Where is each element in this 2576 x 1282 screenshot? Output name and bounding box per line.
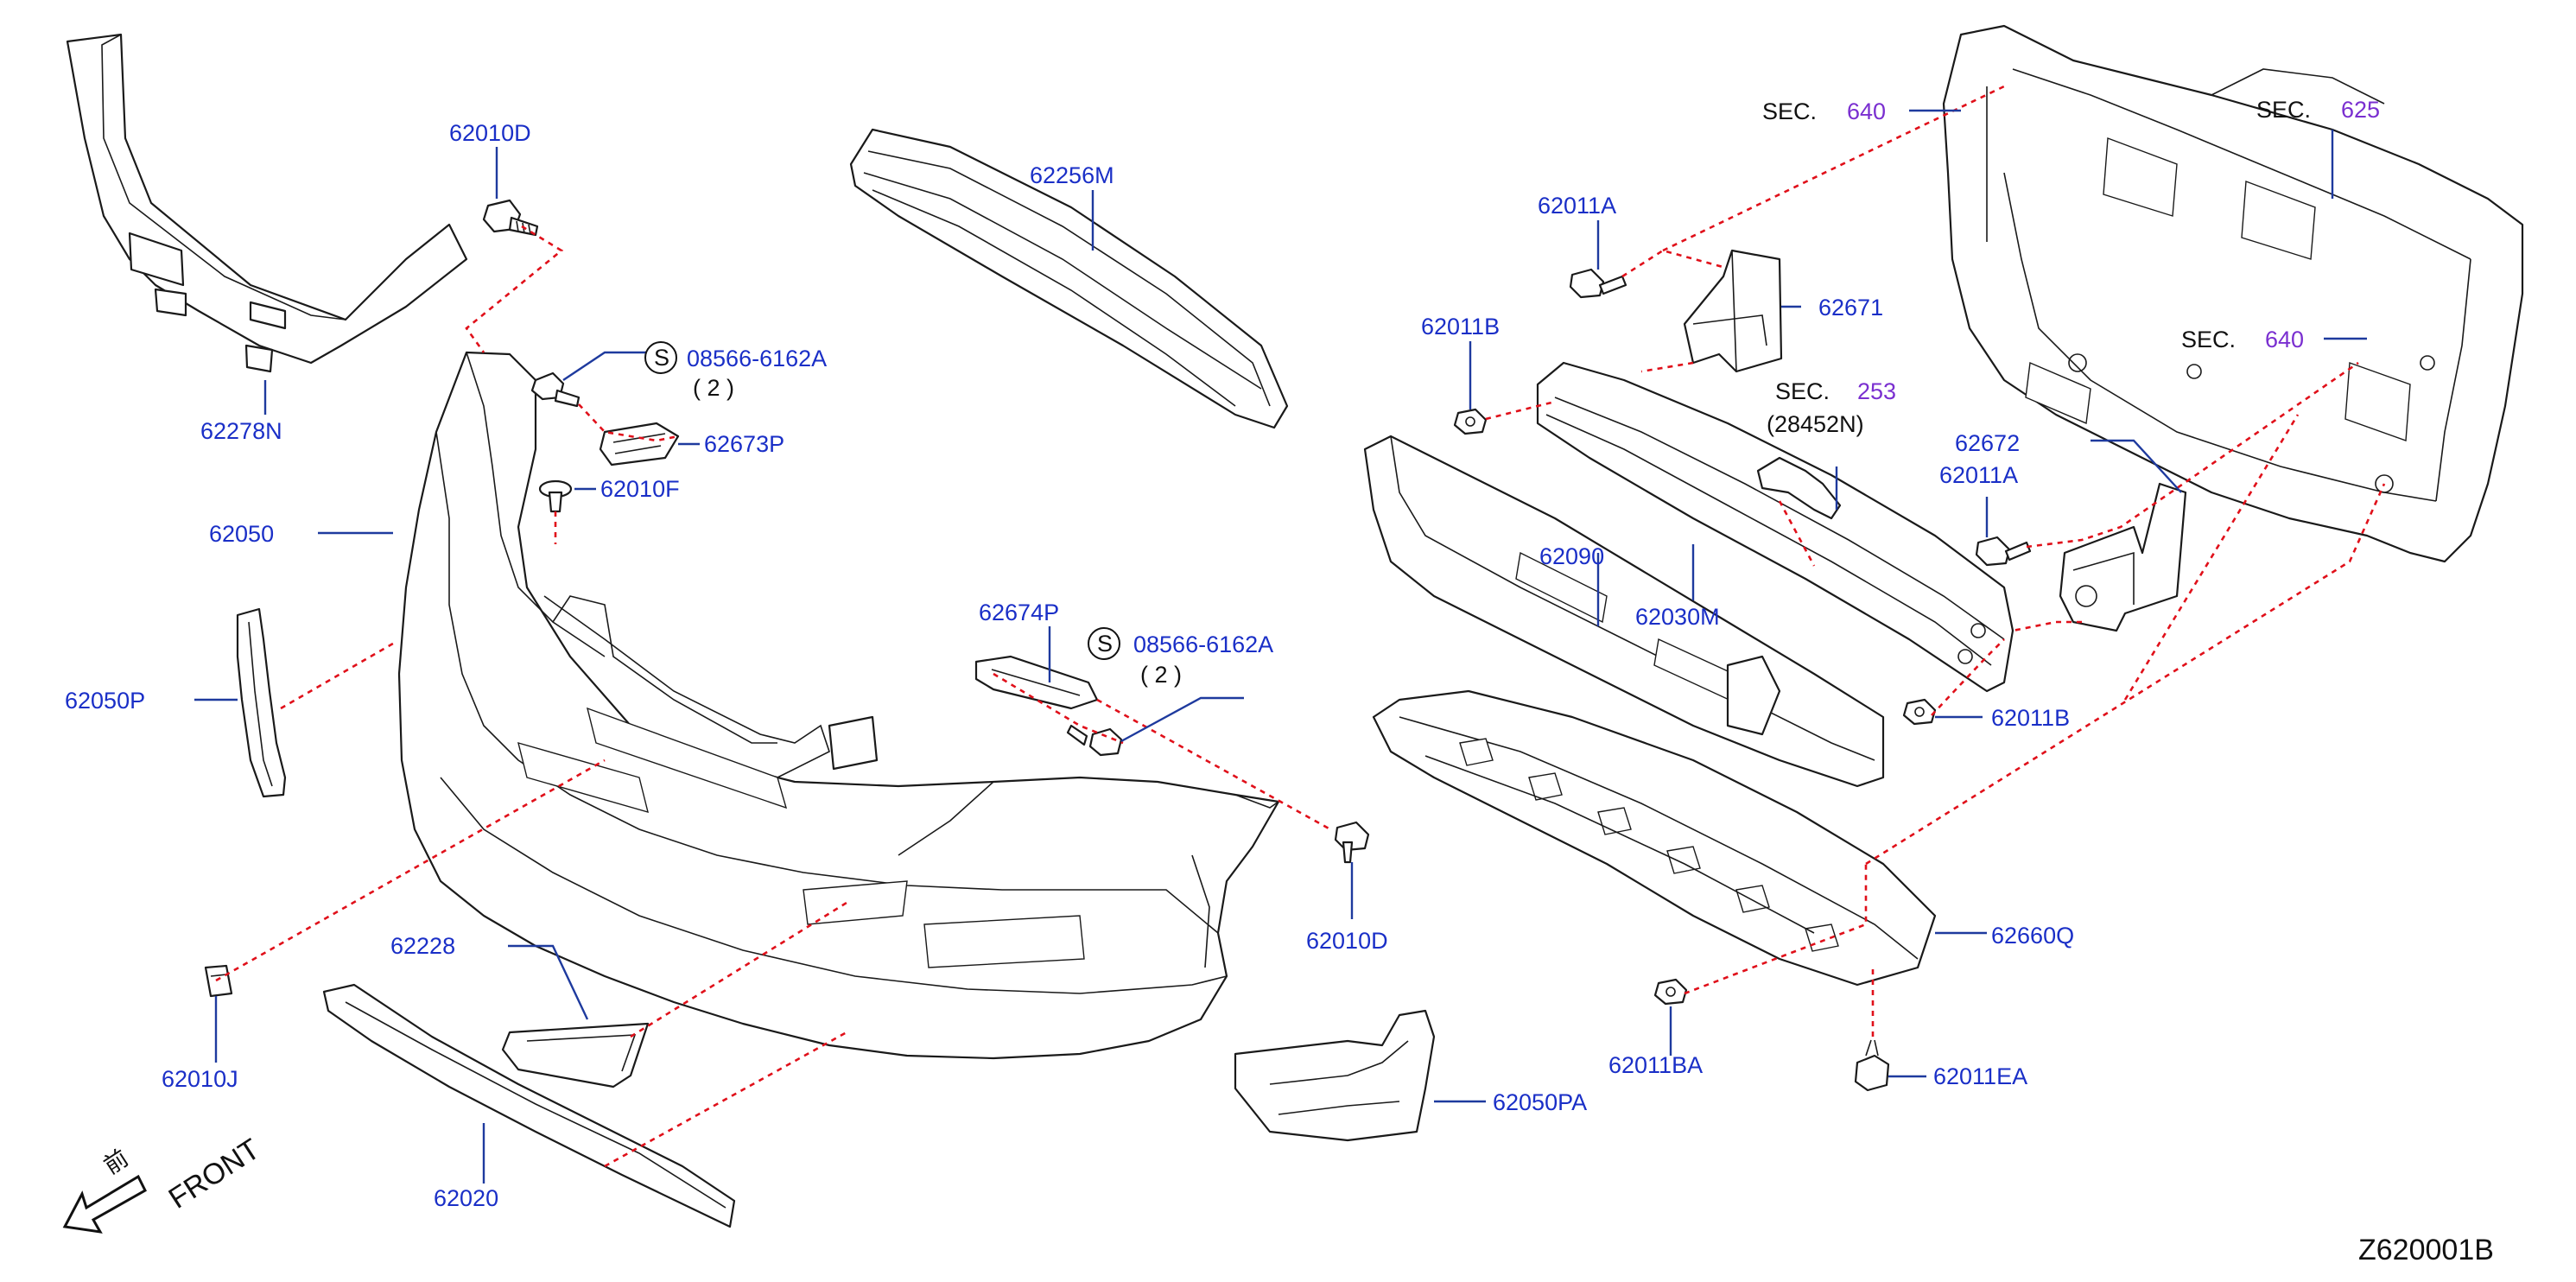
s-symbol-icon-top: [644, 341, 677, 374]
label-62673P: 62673P: [704, 431, 784, 457]
label-62011BA: 62011BA: [1608, 1052, 1703, 1078]
label-62660Q: 62660Q: [1991, 923, 2074, 949]
sec253-prefix: SEC.: [1775, 378, 1830, 404]
clip-62673P: [599, 422, 680, 466]
clip-62011EA: [1854, 1039, 1890, 1092]
label-62256M: 62256M: [1030, 162, 1114, 188]
screw-08566-lower: [1066, 724, 1123, 757]
label-08566-lower-qty: ( 2 ): [1140, 662, 1182, 688]
s-symbol-lower: S: [1097, 631, 1113, 657]
sec640-right-number: 640: [2265, 327, 2304, 352]
undercover-62660Q: [1372, 689, 1937, 987]
label-62011A-right: 62011A: [1939, 462, 2018, 488]
lower-strip-62020: [322, 983, 736, 1228]
label-28452N: (28452N): [1767, 411, 1864, 437]
label-62672: 62672: [1955, 430, 2020, 456]
bracket-62674P: [974, 655, 1099, 710]
s-symbol-icon-lower: [1088, 627, 1120, 660]
nut-62011BA: [1653, 978, 1688, 1006]
label-62010D-bottom: 62010D: [1306, 928, 1388, 954]
label-62011B-right: 62011B: [1991, 705, 2070, 731]
leader-lines: [194, 109, 2367, 1184]
label-62278N: 62278N: [200, 418, 282, 444]
clip-62010F: [538, 479, 573, 513]
label-62228: 62228: [390, 933, 455, 959]
absorber-62090: [1363, 435, 1885, 788]
screw-08566-top: [530, 371, 581, 408]
label-62020: 62020: [434, 1185, 498, 1211]
bumper-fascia-62050: [397, 351, 1280, 1060]
sec640-top-number: 640: [1847, 98, 1886, 124]
bracket-62672: [2059, 482, 2187, 632]
screw-62010D-bottom: [1334, 821, 1370, 864]
bracket-62671: [1683, 249, 1783, 373]
label-62011A-top: 62011A: [1538, 193, 1616, 219]
label-62050: 62050: [209, 521, 274, 547]
corner-piece-62050PA: [1234, 1009, 1436, 1142]
label-62010D-top: 62010D: [449, 120, 531, 146]
label-62010J: 62010J: [162, 1066, 238, 1092]
radiator-core-support: [1942, 24, 2524, 563]
front-kanji: 前: [99, 1145, 133, 1179]
front-arrow-icon: [62, 1174, 147, 1234]
label-62671: 62671: [1818, 295, 1883, 320]
label-62050P: 62050P: [65, 688, 145, 714]
bracket-28452N: [1756, 456, 1842, 520]
label-62030M: 62030M: [1635, 604, 1720, 630]
label-62011EA: 62011EA: [1933, 1063, 2027, 1089]
bracket-62278N: [66, 33, 468, 373]
nut-62011B-right: [1902, 698, 1937, 726]
label-62010F: 62010F: [600, 476, 680, 502]
front-label: FRONT: [163, 1133, 266, 1215]
label-62011B-top: 62011B: [1421, 314, 1500, 340]
label-08566-top: 08566-6162A: [687, 346, 827, 371]
reinforcement-62030M: [1536, 361, 2014, 693]
sec625-number: 625: [2341, 97, 2380, 123]
sec640-top-prefix: SEC.: [1762, 98, 1817, 124]
bolt-62011A-top: [1569, 268, 1627, 299]
clip-62010J: [204, 964, 233, 998]
reference-lines: [215, 85, 2386, 1168]
s-symbol-top: S: [654, 345, 669, 371]
sec253-number: 253: [1857, 378, 1896, 404]
sec640-right-prefix: SEC.: [2181, 327, 2236, 352]
label-62674P: 62674P: [979, 600, 1059, 625]
nut-62011B-top: [1453, 408, 1488, 435]
sec625-prefix: SEC.: [2256, 97, 2311, 123]
fog-cover-62228: [501, 1022, 650, 1088]
grille-62256M: [849, 128, 1289, 429]
label-08566-top-qty: ( 2 ): [693, 375, 734, 401]
diagram-id: Z620001B: [2358, 1234, 2494, 1266]
screw-62010D-top: [482, 199, 539, 237]
label-62090: 62090: [1539, 543, 1604, 569]
bolt-62011A-right: [1975, 536, 2032, 567]
label-08566-lower: 08566-6162A: [1133, 631, 1273, 657]
label-62050PA: 62050PA: [1493, 1089, 1587, 1115]
side-bracket-62050P: [236, 607, 287, 798]
